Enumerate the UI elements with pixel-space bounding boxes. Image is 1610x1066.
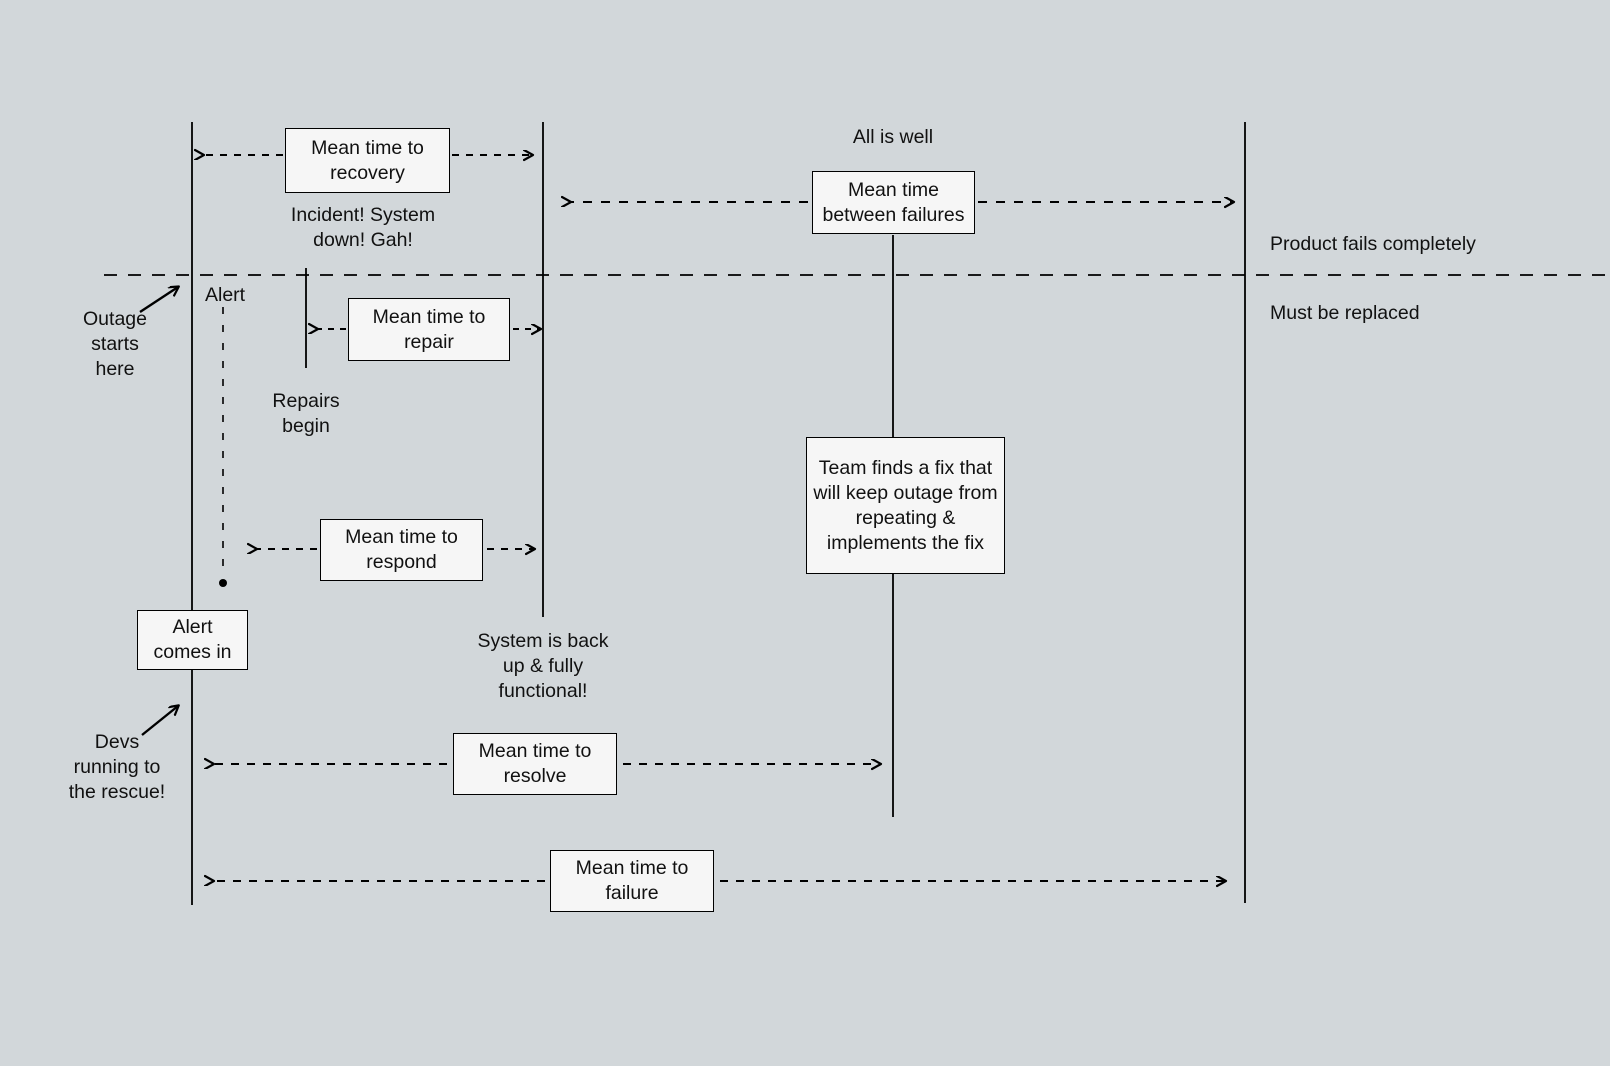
label-devs-running-to-the-rescue: Devs running to the rescue! [68, 731, 166, 803]
box-alert-comes-in[interactable]: Alert comes in [137, 610, 248, 670]
box-mean-time-to-respond[interactable]: Mean time to respond [320, 519, 483, 581]
label-repairs-begin: Repairs begin [272, 390, 340, 437]
label-product-fails-completely: Product fails completely [1270, 233, 1476, 255]
box-mean-time-to-resolve[interactable]: Mean time to resolve [453, 733, 617, 795]
box-mean-time-between-failures[interactable]: Mean time between failures [812, 171, 975, 234]
label-outage-starts-here: Outage starts here [83, 308, 147, 380]
box-mean-time-to-recovery[interactable]: Mean time to recovery [285, 128, 450, 193]
label-must-be-replaced: Must be replaced [1270, 302, 1420, 324]
label-all-is-well: All is well [852, 126, 934, 148]
box-team-finds-fix[interactable]: Team finds a fix that will keep outage f… [806, 437, 1005, 574]
box-mean-time-to-failure[interactable]: Mean time to failure [550, 850, 714, 912]
label-incident-system-down: Incident! System down! Gah! [290, 204, 436, 251]
label-system-is-back-up: System is back up & fully functional! [477, 630, 609, 702]
alert-end-dot [219, 579, 227, 587]
label-alert: Alert [205, 284, 246, 306]
box-mean-time-to-repair[interactable]: Mean time to repair [348, 298, 510, 361]
